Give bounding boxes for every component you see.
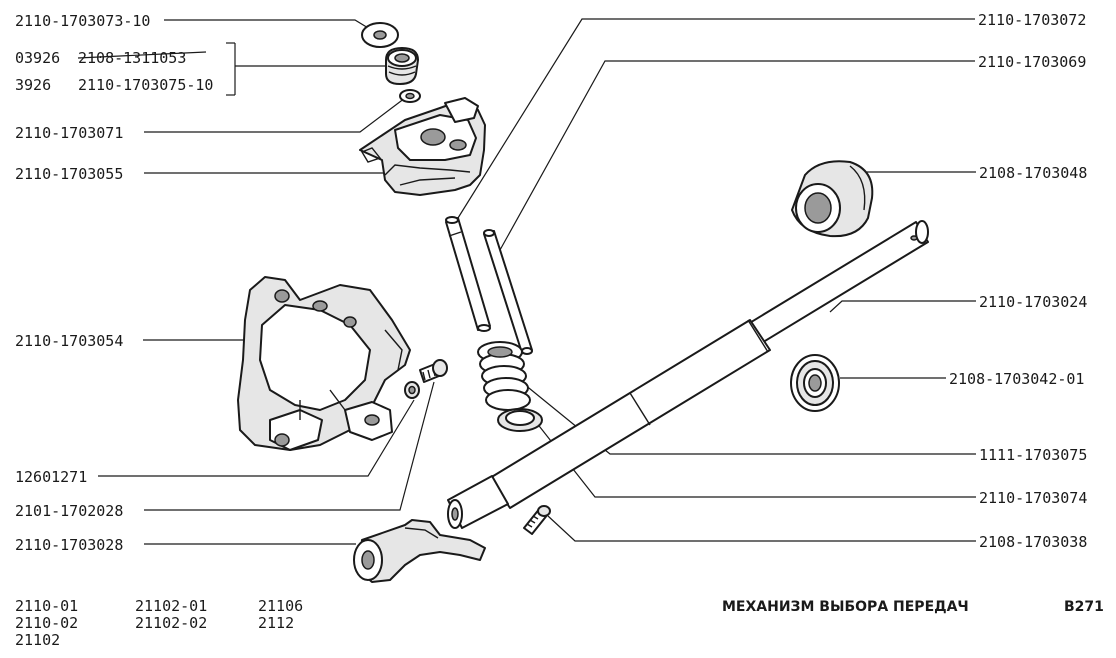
oil-seal-part	[385, 47, 419, 85]
model-code: 21102	[15, 631, 60, 649]
label-2110-1703024: 2110-1703024	[979, 293, 1087, 311]
selector-housing-part	[359, 97, 486, 196]
lock-washer-part	[404, 381, 420, 399]
strikethrough-line	[77, 51, 207, 59]
bolt-part	[419, 359, 448, 383]
label-2108-1703038: 2108-1703038	[979, 533, 1087, 551]
label-2110-1703074: 2110-1703074	[979, 489, 1087, 507]
label-2110-1703054: 2110-1703054	[15, 332, 123, 350]
label-2110-1703075-10: 2110-1703075-10	[78, 76, 213, 94]
label-12601271: 12601271	[15, 468, 87, 486]
spring-seat-part	[497, 408, 543, 432]
label-1111-1703075: 1111-1703075	[979, 446, 1087, 464]
guide-pin-part	[445, 216, 491, 332]
label-3926: 3926	[15, 76, 51, 94]
label-2108-1311053: 2108-1311053	[78, 49, 186, 67]
spring-part	[477, 341, 531, 411]
label-2108-1703048: 2108-1703048	[979, 164, 1087, 182]
selector-lever-part	[353, 519, 486, 583]
leader-lines	[98, 18, 976, 545]
model-code: 2110-01	[15, 597, 78, 615]
model-code: 21106	[258, 597, 303, 615]
bracket-part	[237, 276, 411, 451]
label-2110-1703073-10: 2110-1703073-10	[15, 12, 150, 30]
selector-shaft-part	[447, 220, 929, 529]
model-code: 21102-02	[135, 614, 207, 632]
diagram-title: МЕХАНИЗМ ВЫБОРА ПЕРЕДАЧ	[722, 599, 969, 615]
label-2101-1702028: 2101-1702028	[15, 502, 123, 520]
label-03926: 03926	[15, 49, 60, 67]
diagram-code: В271	[1064, 599, 1104, 615]
bearing-part	[790, 354, 840, 412]
model-code: 21102-01	[135, 597, 207, 615]
small-washer-part	[399, 89, 421, 103]
screw-part	[523, 505, 551, 535]
label-2110-1703072: 2110-1703072	[978, 11, 1086, 29]
shaft-bushing-part	[791, 160, 874, 238]
footer: 2110-01 2110-02 21102 21102-01 21102-02 …	[15, 597, 1104, 649]
washer-part	[361, 22, 399, 48]
model-code: 2110-02	[15, 614, 78, 632]
label-2108-1703042-01: 2108-1703042-01	[949, 370, 1084, 388]
label-2110-1703055: 2110-1703055	[15, 165, 123, 183]
label-2110-1703071: 2110-1703071	[15, 124, 123, 142]
model-code: 2112	[258, 614, 294, 632]
label-2110-1703069: 2110-1703069	[978, 53, 1086, 71]
callout-labels: 2110-1703073-10 03926 2108-1311053 3926 …	[15, 11, 1087, 554]
rod-part	[483, 229, 533, 355]
label-2110-1703028: 2110-1703028	[15, 536, 123, 554]
